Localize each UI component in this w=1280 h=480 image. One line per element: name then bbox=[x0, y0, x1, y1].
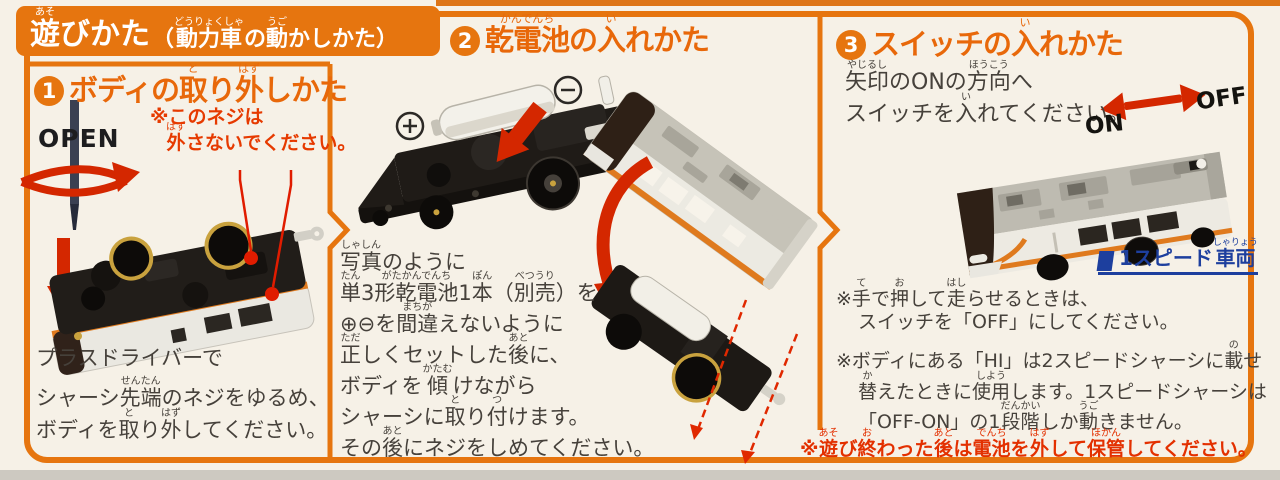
section3-note-line4: 替かえたときに使用しようします。1スピードシャーシは bbox=[858, 371, 1267, 403]
on-off-arrow-icon bbox=[1100, 84, 1206, 121]
section3-title: スイッチの入いれかた bbox=[871, 16, 1124, 61]
on-label: ON bbox=[1083, 110, 1126, 140]
section3-header: 3 スイッチの入いれかた bbox=[836, 16, 1124, 63]
section2-body-line3: ⊕⊖を間違まちがえないように bbox=[340, 302, 564, 336]
insert-arrow-icon bbox=[496, 101, 547, 162]
section2-body-line4: 正ただしくセットした後あとに、 bbox=[340, 333, 571, 367]
section3-intro-line2: スイッチを入いれてください。 bbox=[845, 92, 1130, 127]
screwdriver-icon bbox=[70, 100, 79, 230]
section3-note-line1: ※手てで押おして走はしらせるときは、 bbox=[836, 278, 1100, 310]
section2-body-line5: ボディを傾かたむけながら bbox=[340, 364, 537, 398]
section3-note-line2: スイッチを「OFF」にしてください。 bbox=[858, 311, 1179, 333]
section2-body-line7: その後あとにネジをしめてください。 bbox=[340, 426, 655, 460]
section3-intro-line1: 矢印やじるしのONの方向ほうこうへ bbox=[845, 60, 1033, 95]
rotate-arrow-icon bbox=[20, 162, 140, 197]
section-divider-1 bbox=[327, 64, 351, 457]
one-speed-vehicle-label: 1スピード車両しゃりょう bbox=[1096, 238, 1258, 275]
play-guide-banner: 遊あそびかた （動力車どうりょくしゃの動うごかしかた） bbox=[16, 6, 440, 56]
alignment-dashed-lines bbox=[690, 299, 799, 464]
one-speed-vehicle-text: 1スピード車両しゃりょう bbox=[1119, 238, 1258, 270]
photo-edge-top bbox=[436, 0, 1280, 6]
section3-note-line3: ※ボディにある「HI」は2スピードシャーシに載のせ bbox=[836, 340, 1263, 372]
banner-title: 遊あそびかた bbox=[30, 7, 150, 52]
section3-note-line5: 「OFF-ON」の1段階だんかいしか動うごきません。 bbox=[858, 401, 1193, 433]
banner-subtitle: （動力車どうりょくしゃの動うごかしかた） bbox=[152, 17, 399, 52]
battery-storage-warning: ※遊あそび終おわった後あとは電池でんちを外はずして保管ほかんしてください。 bbox=[800, 428, 1257, 460]
section1-body-line3: ボディを取とり外はずしてください。 bbox=[36, 408, 328, 442]
section2-header: 2 乾電池かんでんちの入いれかた bbox=[450, 12, 710, 59]
chassis-bottom-photo bbox=[49, 221, 324, 376]
assembled-train-photo bbox=[956, 151, 1233, 281]
section2-body-line6: シャーシに取とり付つけます。 bbox=[340, 395, 590, 429]
section1-title: ボディの取とり外はずしかた bbox=[69, 62, 348, 107]
section1-body-line2: シャーシ先端せんたんのネジをゆるめ、 bbox=[36, 376, 330, 410]
section2-body-line2: 単たん3形乾電池がたかんでんち1本ぽん（別売べつうり）を bbox=[340, 271, 598, 305]
section2-body-line1: 写真しゃしんのように bbox=[340, 240, 466, 274]
section1-header: 1 ボディの取とり外はずしかた bbox=[34, 62, 348, 109]
section2-number-badge: 2 bbox=[450, 26, 480, 56]
screw-warning-line1: ※このネジは bbox=[150, 106, 264, 128]
screw-marker-dots bbox=[238, 170, 293, 301]
plus-terminal-icon bbox=[395, 111, 425, 141]
minus-terminal-icon bbox=[553, 75, 583, 105]
section2-title: 乾電池かんでんちの入いれかた bbox=[485, 12, 710, 57]
photo-edge-bottom bbox=[0, 470, 1280, 480]
blue-square-icon bbox=[1096, 251, 1115, 271]
train-body-photo bbox=[583, 91, 818, 290]
panel-border bbox=[24, 11, 1254, 463]
section1-body-line1: プラスドライバーで bbox=[36, 346, 223, 370]
section-divider-2 bbox=[817, 17, 841, 430]
section3-number-badge: 3 bbox=[836, 30, 866, 60]
screw-warning-line2: 外はずさないでください。 bbox=[166, 122, 357, 154]
section1-number-badge: 1 bbox=[34, 76, 64, 106]
open-label: OPEN bbox=[38, 124, 120, 153]
